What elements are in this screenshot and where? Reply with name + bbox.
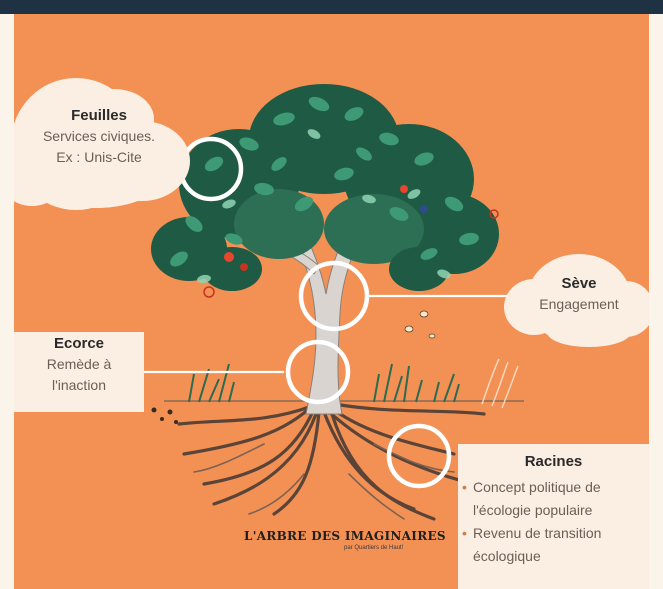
ecorce-line: l'inaction — [51, 377, 107, 393]
ecorce-label: Ecorce Remède à l'inaction — [14, 334, 144, 396]
seve-label: Sève Engagement — [519, 274, 639, 315]
grass-tufts — [188, 363, 460, 403]
ecorce-title: Ecorce — [53, 335, 105, 352]
leaves — [170, 96, 479, 267]
racines-ring — [386, 423, 452, 489]
tree-roots — [177, 402, 486, 521]
ecorce-line: Remède à — [46, 356, 112, 372]
racines-list: Concept politique de l'écologie populair… — [462, 476, 645, 568]
bees — [404, 310, 436, 339]
feuilles-cloud — [14, 78, 190, 210]
brand-subtitle: par Quartiers de Haut! — [344, 545, 404, 551]
seve-ring — [298, 260, 370, 332]
seve-line: Engagement — [539, 296, 619, 312]
top-bar — [0, 0, 663, 14]
ecorce-box — [14, 332, 144, 412]
callout-lines — [144, 294, 514, 374]
illustration-panel: Feuilles Services civiques. Ex : Unis-Ci… — [14, 14, 649, 589]
seeds — [151, 407, 178, 424]
racines-item: Revenu de transition écologique — [462, 522, 645, 568]
brand-name: L'ARBRE DES IMAGINAIRES — [244, 529, 446, 543]
seve-title: Sève — [561, 275, 597, 292]
feuilles-line: Ex : Unis-Cite — [56, 149, 142, 165]
feuilles-label: Feuilles Services civiques. Ex : Unis-Ci… — [14, 106, 184, 168]
tree-canopy — [151, 84, 499, 291]
seve-cloud — [504, 254, 649, 347]
feuilles-line: Services civiques. — [42, 128, 156, 144]
racines-title: Racines — [524, 453, 583, 470]
racines-item: Concept politique de l'écologie populair… — [462, 476, 645, 522]
fruits — [203, 185, 499, 298]
wind-lines — [481, 358, 519, 409]
racines-label: Racines Concept politique de l'écologie … — [462, 452, 645, 568]
feuilles-title: Feuilles — [71, 107, 127, 124]
ecorce-ring — [285, 339, 351, 405]
